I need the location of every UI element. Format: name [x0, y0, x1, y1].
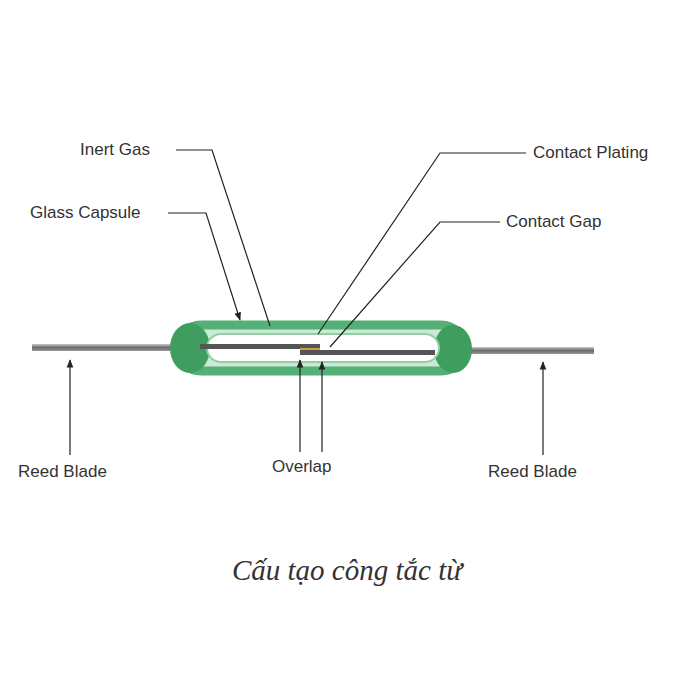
part-label: Reed Blade [18, 462, 107, 482]
part-label: Overlap [272, 457, 332, 477]
reed-blade-lead [462, 347, 594, 354]
part-label: Inert Gas [80, 140, 150, 160]
caption: Cấu tạo công tắc từ [232, 553, 462, 587]
part-label: Contact Gap [506, 212, 601, 232]
part-label: Reed Blade [488, 462, 577, 482]
contact-plating [300, 348, 320, 350]
part-label: Contact Plating [533, 143, 648, 163]
reed-blade [300, 350, 435, 355]
leader-lines [70, 150, 543, 455]
reed-blade-lead [32, 344, 182, 351]
reed-blade [200, 344, 320, 349]
part-label: Glass Capsule [30, 203, 141, 223]
